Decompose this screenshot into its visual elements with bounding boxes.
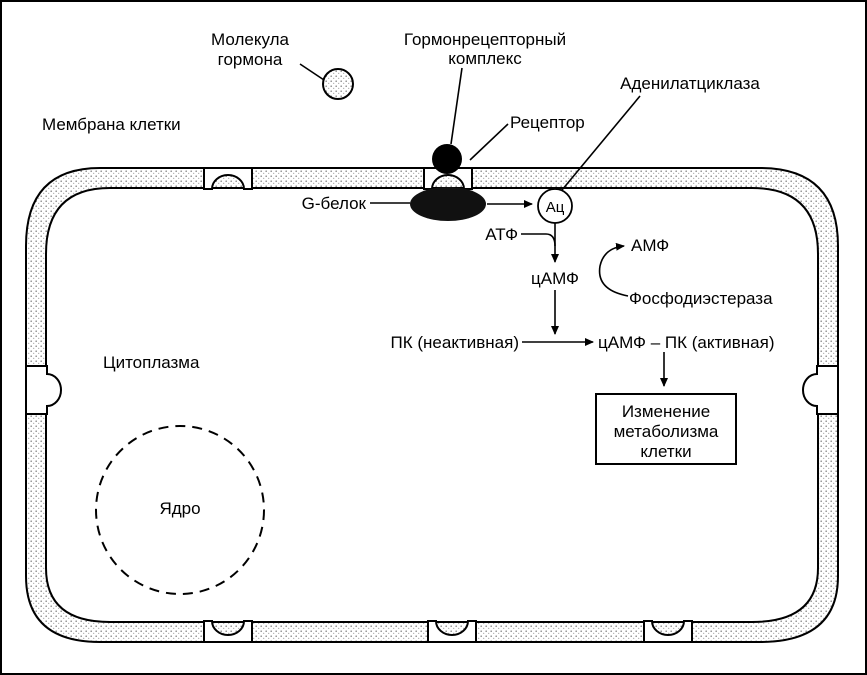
phosphodiesterase-label: Фосфодиэстераза — [629, 289, 773, 308]
receptor-pointer — [469, 123, 509, 161]
hormone-receptor-complex-label-2: комплекс — [448, 49, 522, 68]
hormone-receptor-complex-label-1: Гормонрецепторный — [404, 30, 566, 49]
nucleus-label: Ядро — [159, 499, 200, 518]
hormone-molecule-label-2: гормона — [218, 50, 283, 69]
receptor-label: Рецептор — [510, 113, 585, 132]
nucleus — [95, 425, 265, 595]
camp-label: цАМФ — [531, 269, 579, 288]
hormone-molecule-label-1: Молекула — [211, 30, 289, 49]
g-protein-label: G-белок — [302, 194, 367, 213]
metabolism-change-label-3: клетки — [640, 442, 691, 461]
adenylate-cyclase-label: Аденилатциклаза — [620, 74, 760, 93]
metabolism-change-label-1: Изменение — [622, 402, 710, 421]
atp-label: АТФ — [485, 225, 518, 244]
hormone-receptor-complex — [432, 144, 462, 174]
cell-membrane-label: Мембрана клетки — [42, 115, 181, 134]
hormone-molecule-pointer — [299, 63, 325, 81]
membrane-channels — [25, 167, 839, 643]
pk-inactive-label: ПК (неактивная) — [391, 333, 519, 352]
adenylate-cyclase-pointer — [561, 95, 641, 191]
cytoplasm-label: Цитоплазма — [103, 353, 200, 372]
atp-arrow — [521, 233, 556, 247]
amp-label: АМФ — [631, 236, 669, 255]
metabolism-change-box — [595, 393, 737, 465]
hormone-molecule — [322, 68, 354, 100]
metabolism-change-label-2: метаболизма — [614, 422, 719, 441]
phosphodiesterase-arrow — [598, 242, 629, 297]
cell-membrane — [25, 167, 839, 643]
camp-pk-active-label: цАМФ – ПК (активная) — [598, 333, 774, 352]
ac-label: Ац — [546, 199, 565, 216]
hormone-receptor-complex-pointer — [450, 67, 463, 145]
g-protein — [410, 187, 486, 221]
